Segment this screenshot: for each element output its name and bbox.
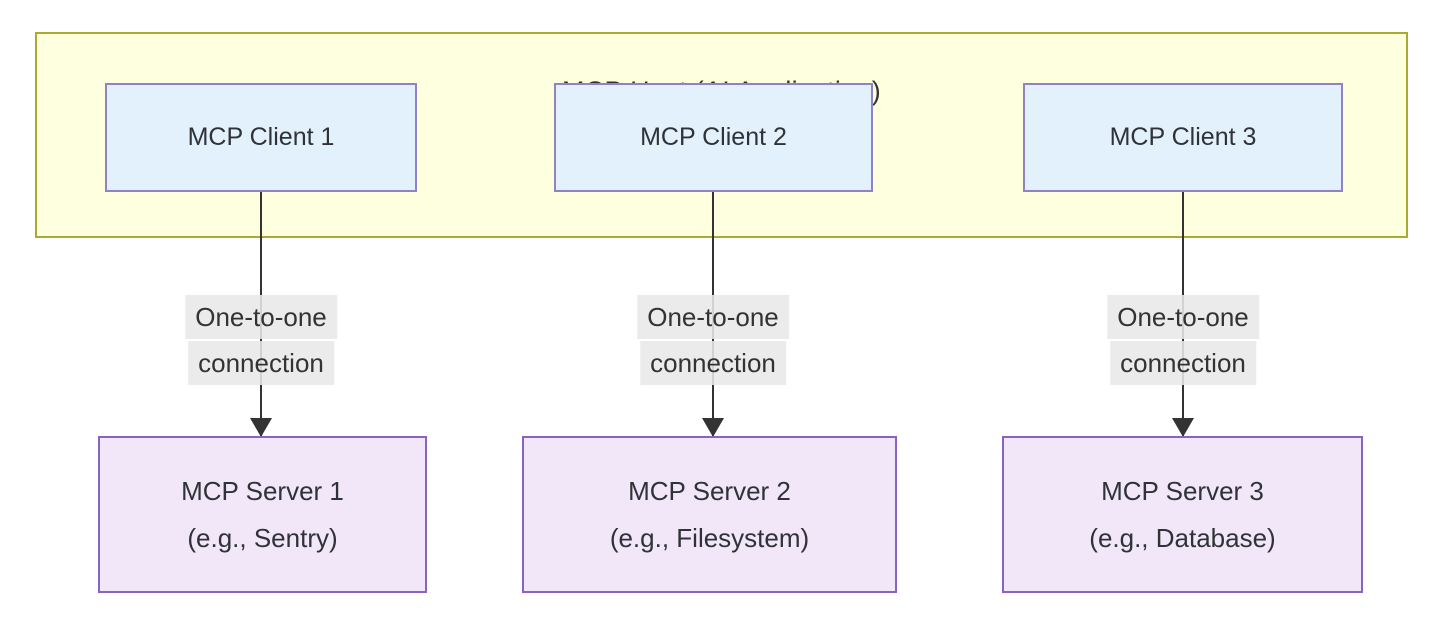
connection-label-1-line2: connection — [188, 341, 334, 385]
mcp-client-2-box: MCP Client 2 — [554, 83, 873, 192]
mcp-client-1-label: MCP Client 1 — [187, 123, 335, 151]
mcp-server-2-example: (e.g., Filesystem) — [609, 522, 810, 553]
mcp-server-2-name: MCP Server 2 — [628, 475, 791, 506]
arrow-down-icon — [702, 418, 724, 437]
arrow-down-icon — [1172, 418, 1194, 437]
connection-label-2-line1: One-to-one — [637, 295, 789, 339]
mcp-server-3-example: (e.g., Database) — [1089, 522, 1276, 553]
connection-label-1: One-to-one connection — [185, 295, 337, 385]
connection-label-3-line1: One-to-one — [1107, 295, 1259, 339]
mcp-client-3-label: MCP Client 3 — [1109, 123, 1257, 151]
mcp-client-3-box: MCP Client 3 — [1023, 83, 1343, 192]
mcp-server-1-name: MCP Server 1 — [181, 475, 344, 506]
mcp-server-3-name: MCP Server 3 — [1101, 475, 1264, 506]
arrow-down-icon — [250, 418, 272, 437]
mcp-client-1-box: MCP Client 1 — [105, 83, 417, 192]
connection-label-2: One-to-one connection — [637, 295, 789, 385]
connection-label-1-line1: One-to-one — [185, 295, 337, 339]
mcp-client-2-label: MCP Client 2 — [640, 123, 787, 151]
mcp-server-1-example: (e.g., Sentry) — [187, 522, 338, 553]
mcp-server-1-box: MCP Server 1 (e.g., Sentry) — [98, 436, 427, 593]
connection-label-3: One-to-one connection — [1107, 295, 1259, 385]
mcp-server-2-box: MCP Server 2 (e.g., Filesystem) — [522, 436, 897, 593]
mcp-server-3-box: MCP Server 3 (e.g., Database) — [1002, 436, 1363, 593]
connection-label-3-line2: connection — [1110, 341, 1256, 385]
connection-label-2-line2: connection — [640, 341, 786, 385]
